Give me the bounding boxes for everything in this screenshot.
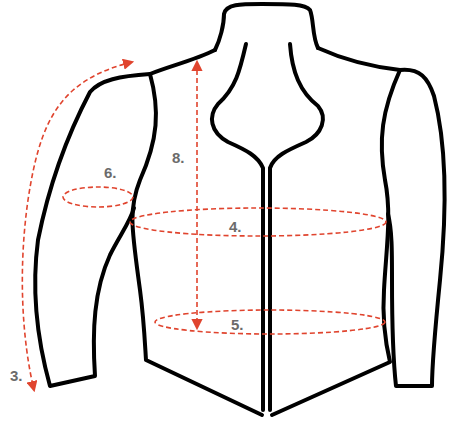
body-left [132, 50, 262, 415]
callout-number: 4. [229, 219, 242, 234]
left-lapel [212, 44, 263, 410]
length-measure [196, 62, 198, 328]
right-lapel [270, 44, 323, 410]
right-sleeve [388, 70, 445, 386]
chest-measure [130, 208, 386, 236]
callout-number: 6. [104, 165, 117, 180]
callout-number: 5. [231, 317, 244, 332]
sleeve-measure [22, 62, 132, 390]
bicep-measure [63, 187, 133, 207]
body-right [272, 48, 400, 415]
waist-measure [155, 310, 385, 334]
callout-number: 3. [10, 368, 23, 383]
collar [215, 4, 318, 50]
callout-number: 8. [172, 150, 185, 165]
left-sleeve [35, 74, 150, 386]
